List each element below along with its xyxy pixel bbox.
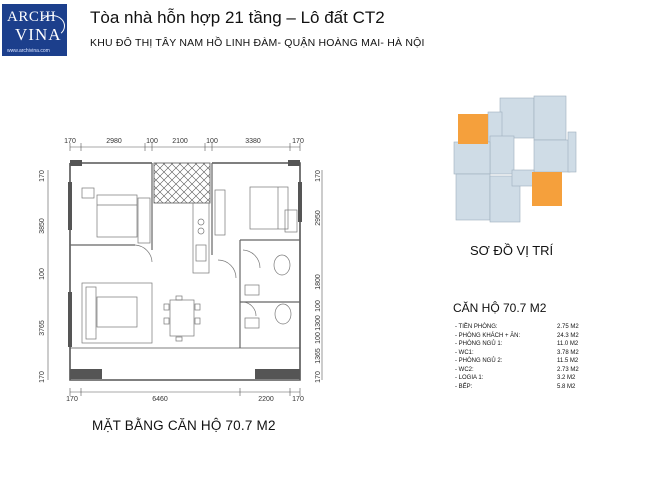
bathroom-fixtures: [242, 249, 292, 329]
dim-left-3: 100: [39, 268, 46, 280]
archivina-logo: ARCHI VINA www.archivina.com: [2, 4, 67, 56]
area-value: 2.75 M2: [557, 324, 579, 330]
area-row: - PHÒNG NGỦ 1: 11.0 M2: [455, 340, 595, 349]
dim-right-2: 2950: [315, 210, 322, 226]
apartment-title: CĂN HỘ 70.7 M2: [453, 301, 547, 315]
page-title: Tòa nhà hỗn hợp 21 tầng – Lô đất CT2: [90, 8, 385, 27]
dim-top-4: 2100: [172, 138, 188, 145]
dim-left-2: 3850: [39, 218, 46, 234]
wall-slabs: [68, 160, 302, 379]
area-row: - TIỀN PHÒNG: 2.75 M2: [455, 323, 595, 332]
dim-top-2: 2980: [106, 138, 122, 145]
page-subtitle: KHU ĐÔ THỊ TÂY NAM HỒ LINH ĐÀM- QUẬN HOÀ…: [90, 37, 425, 49]
area-row: - PHÒNG KHÁCH + ĂN: 24.3 M2: [455, 332, 595, 341]
dim-right-1: 170: [315, 170, 322, 182]
dim-top-5: 100: [206, 138, 218, 145]
area-name: - PHÒNG KHÁCH + ĂN:: [455, 332, 521, 339]
area-name: - PHÒNG NGỦ 2:: [455, 358, 503, 364]
area-value: 11.0 M2: [557, 341, 579, 347]
area-name: - PHÒNG NGỦ 1:: [455, 341, 503, 347]
dim-left-4: 3765: [39, 320, 46, 336]
area-value: 3.2 M2: [557, 375, 576, 381]
area-row: - WC2: 2.73 M2: [455, 366, 595, 375]
area-name: - TIỀN PHÒNG:: [455, 324, 498, 330]
location-plan-label: SƠ ĐỒ VỊ TRÍ: [470, 243, 554, 258]
dim-right-8: 170: [315, 371, 322, 383]
area-name: - BẾP:: [455, 383, 473, 390]
dimension-lines: [47, 146, 323, 393]
dim-top-1: 170: [64, 138, 76, 145]
bedroom-2-furniture: [214, 186, 298, 236]
technical-shaft: [153, 162, 211, 204]
area-row: - LOGIA 1: 3.2 M2: [455, 374, 595, 383]
area-value: 5.8 M2: [557, 383, 576, 390]
dim-top-7: 170: [292, 138, 304, 145]
area-name: - WC2:: [455, 366, 474, 373]
location-blocks: [453, 95, 577, 223]
dim-bottom-1: 170: [66, 396, 78, 403]
area-value: 2.73 M2: [557, 366, 579, 373]
dim-bottom-2: 6460: [152, 396, 168, 403]
dim-left-1: 170: [39, 170, 46, 182]
area-value: 24.3 M2: [557, 332, 579, 339]
logo-swirl-icon: [39, 15, 65, 37]
dim-right-6: 100: [315, 332, 322, 344]
area-row: - WC1: 3.78 M2: [455, 349, 595, 358]
floor-plan-caption: MẶT BẰNG CĂN HỘ 70.7 M2: [92, 418, 276, 433]
area-row: - PHÒNG NGỦ 2: 11.5 M2: [455, 357, 595, 366]
area-name: - WC1:: [455, 349, 474, 356]
apartment-location-marker-2: [532, 172, 562, 206]
area-value: 3.78 M2: [557, 349, 579, 356]
area-value: 11.5 M2: [557, 358, 579, 364]
interior-walls: [70, 163, 300, 348]
dim-left-5: 170: [39, 371, 46, 383]
dim-right-4: 100: [315, 300, 322, 312]
area-name: - LOGIA 1:: [455, 375, 484, 381]
dim-right-7: 1365: [315, 348, 322, 364]
dim-bottom-3: 2200: [258, 396, 274, 403]
kitchen-furniture: [134, 202, 237, 279]
logo-website: www.archivina.com: [7, 48, 50, 54]
area-row: - BẾP: 5.8 M2: [455, 383, 595, 392]
living-dining-furniture: [81, 282, 201, 344]
apartment-location-marker-1: [458, 114, 488, 144]
dim-right-5: 1300: [315, 315, 322, 331]
bedroom-1-furniture: [81, 187, 151, 244]
dimension-ticks: [69, 143, 301, 396]
dim-right-3: 1800: [315, 274, 322, 290]
dim-top-3: 100: [146, 138, 158, 145]
dim-top-6: 3380: [245, 138, 261, 145]
area-list: - TIỀN PHÒNG: 2.75 M2 - PHÒNG KHÁCH + ĂN:…: [455, 323, 595, 391]
dim-bottom-4: 170: [292, 396, 304, 403]
